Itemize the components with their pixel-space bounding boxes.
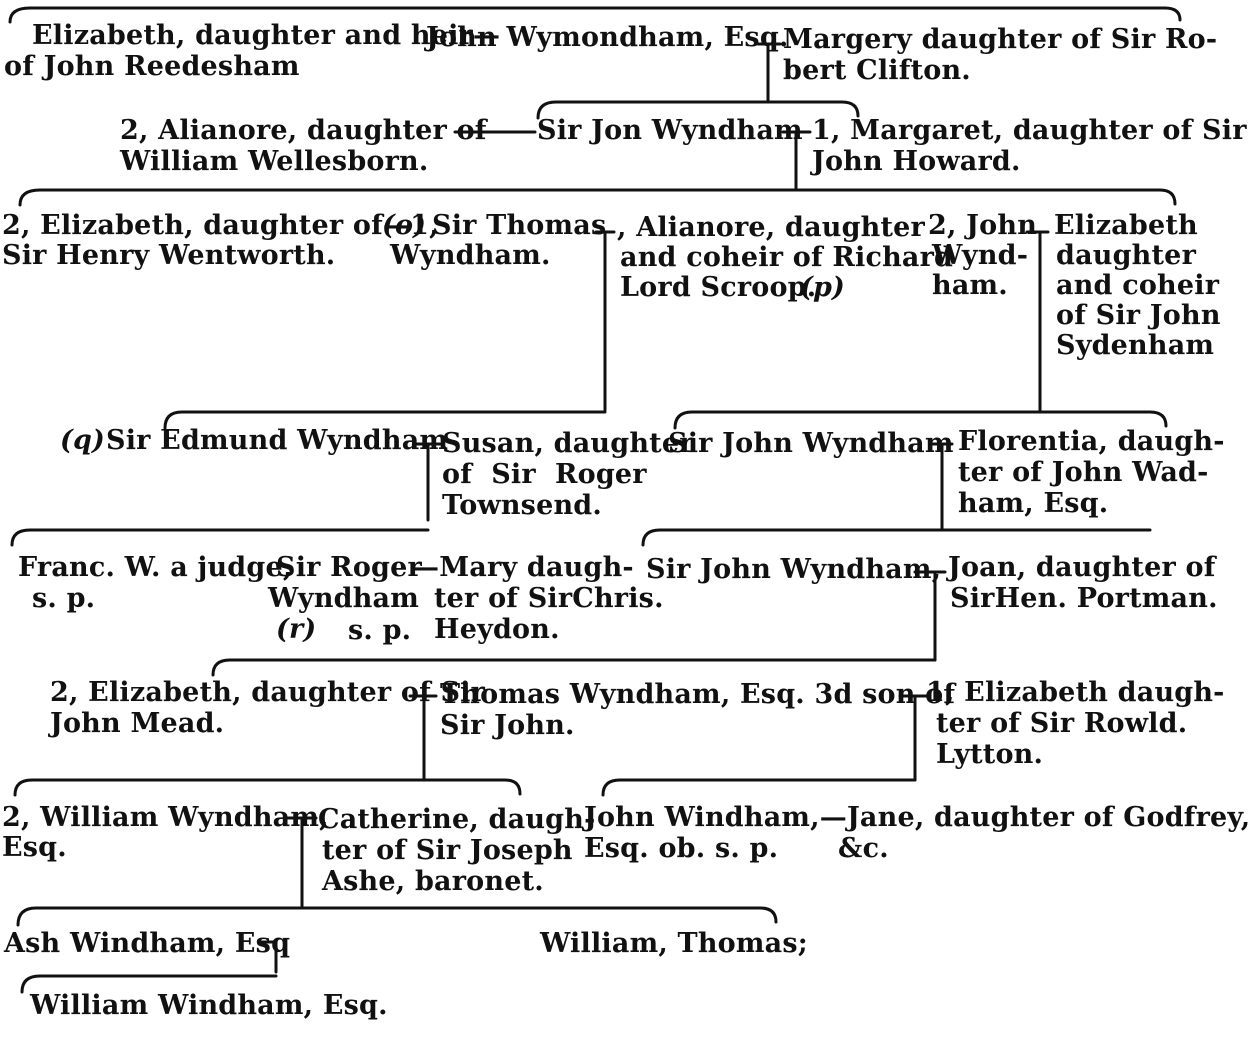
gen3-right-spouse-line1: , Alianore, daughter (617, 212, 925, 243)
gen5-right-spouse-line2: SirHen. Portman. (950, 583, 1218, 614)
gen4-left-spouse-line1: Susan, daughter (442, 428, 694, 459)
line-gen1-marriage (756, 42, 782, 102)
gen3-right-spouse-line2: and coheir of Richard (620, 242, 954, 273)
gen4-left-spouse-line3: Townsend. (442, 490, 602, 521)
gen3-brother-spouse-line2: daughter (1056, 240, 1196, 271)
line-gen6-marriage (408, 694, 932, 782)
line-gen4-marriage (413, 442, 954, 532)
bracket-gen5-right (641, 528, 1152, 547)
gen7-left-spouse-line1: Catherine, daugh- (318, 804, 596, 835)
gen7-right-head-line1: John Windham,—Jane, daughter of Godfrey, (584, 802, 1250, 833)
gen9-william: William Windham, Esq. (30, 990, 388, 1021)
gen7-left-head-line2: Esq. (2, 832, 67, 863)
line-gen7-marriage (284, 816, 318, 910)
gen3-left-spouse-line1: 2, Elizabeth, daughter of—1, (2, 210, 439, 241)
gen3-brother-spouse-line5: Sydenham (1056, 330, 1215, 361)
gen1-head: John Wymondham, Esq. (426, 22, 789, 53)
gen6-right-spouse-line1: 1, Elizabeth daugh- (926, 677, 1225, 708)
gen5-roger-line2: Wyndham (268, 583, 420, 614)
gen2-head: Sir Jon Wyndham (537, 115, 803, 146)
gen2-right-spouse-line2: John Howard. (812, 146, 1021, 177)
bracket-gen3 (18, 188, 1177, 207)
gen3-note-o: (o) (382, 210, 427, 241)
gen6-right-spouse-line3: Lytton. (936, 739, 1044, 770)
gen3-brother-spouse-line1: Elizabeth (1054, 210, 1198, 241)
bracket-gen9 (20, 974, 278, 994)
line-gen3-marriage (594, 230, 1050, 412)
bracket-gen7-left (13, 778, 522, 797)
gen5-right-head: Sir John Wyndham, (646, 554, 942, 585)
gen1-right-spouse-line2: bert Clifton. (783, 55, 971, 86)
bracket-gen4-right (673, 410, 1168, 430)
gen3-brother-line3: ham. (932, 270, 1008, 301)
gen7-right-etc: &c. (838, 833, 889, 864)
gen4-right-spouse-line2: ter of John Wad- (958, 457, 1209, 488)
gen4-right-head: Sir John Wyndham (668, 428, 954, 459)
gen3-head-line1: Sir Thomas (432, 210, 607, 241)
gen4-right-spouse-line3: ham, Esq. (958, 488, 1109, 519)
gen6-left-spouse-line1: 2, Elizabeth, daughter of Sir (50, 677, 486, 708)
connector-lines (8, 6, 1182, 994)
gen3-left-spouse-line2: Sir Henry Wentworth. (2, 240, 336, 271)
gen6-head-line2: Sir John. (440, 710, 575, 741)
gen4-left-spouse-line2: of Sir Roger (442, 459, 647, 490)
gen8-siblings: William, Thomas; (540, 928, 808, 959)
gen5-franc-line2: s. p. (32, 583, 96, 614)
line-gen5-marriage (913, 570, 947, 662)
gen8-ash: Ash Windham, Esq (4, 928, 291, 959)
gen5-right-spouse-line1: Joan, daughter of (948, 552, 1216, 583)
gen3-brother-spouse-line4: of Sir John (1056, 300, 1221, 331)
gen3-brother-spouse-line3: and coheir (1056, 270, 1220, 301)
gen1-left-spouse-line2: of John Reedesham (4, 51, 300, 82)
gen3-brother-line1: 2, John (928, 210, 1038, 241)
line-gen2-marriage (453, 130, 812, 190)
gen3-head-line2: Wyndham. (390, 240, 551, 271)
bracket-gen4-left (163, 410, 607, 430)
gen6-head-line1: Thomas Wyndham, Esq. 3d son of (440, 679, 956, 710)
pedigree-chart: Elizabeth, daughter and heir— of John Re… (2, 6, 1250, 1021)
gen1-left-spouse-line1: Elizabeth, daughter and heir— (32, 20, 501, 51)
gen5-roger-line1: Sir Roger (276, 552, 422, 583)
gen2-left-spouse-line2: William Wellesborn. (120, 146, 429, 177)
gen6-right-spouse-line2: ter of Sir Rowld. (936, 708, 1188, 739)
gen7-left-spouse-line3: Ashe, baronet. (322, 866, 544, 897)
gen3-note-p: (p) (800, 272, 846, 303)
gen2-right-spouse-line1: 1, Margaret, daughter of Sir (812, 115, 1247, 146)
bracket-gen6 (211, 658, 937, 677)
gen5-mary-line3: Heydon. (434, 614, 560, 645)
gen4-left-head: Sir Edmund Wyndham (106, 425, 449, 456)
gen5-note-r: (r) (276, 614, 317, 645)
bracket-gen8 (16, 906, 778, 927)
bracket-gen2 (536, 100, 860, 120)
gen7-left-spouse-line2: ter of Sir Joseph (322, 835, 573, 866)
gen7-right-head-line2: Esq. ob. s. p. (584, 833, 779, 864)
gen2-left-spouse-line1: 2, Alianore, daughter of (120, 115, 487, 146)
bracket-gen7-right (601, 778, 917, 797)
gen6-left-spouse-line2: John Mead. (50, 708, 225, 739)
bracket-gen5-left (10, 528, 430, 547)
line-gen8-descent (258, 940, 278, 974)
gen1-right-spouse-line1: Margery daughter of Sir Ro- (783, 24, 1218, 55)
gen3-right-spouse-line3: Lord Scroop. (620, 272, 817, 303)
gen5-mary-line2: ter of SirChris. (434, 583, 664, 614)
gen7-left-head-line1: 2, William Wyndham, (2, 802, 329, 833)
gen4-right-spouse-line1: Florentia, daugh- (958, 426, 1225, 457)
gen5-mary-line1: —Mary daugh- (412, 552, 634, 583)
gen3-brother-line2: Wynd- (932, 240, 1029, 271)
gen5-roger-line3: s. p. (348, 615, 412, 646)
gen5-franc-line1: Franc. W. a judge, (18, 552, 293, 583)
bracket-top (8, 6, 1182, 24)
gen4-note-q: (q) (60, 425, 106, 456)
